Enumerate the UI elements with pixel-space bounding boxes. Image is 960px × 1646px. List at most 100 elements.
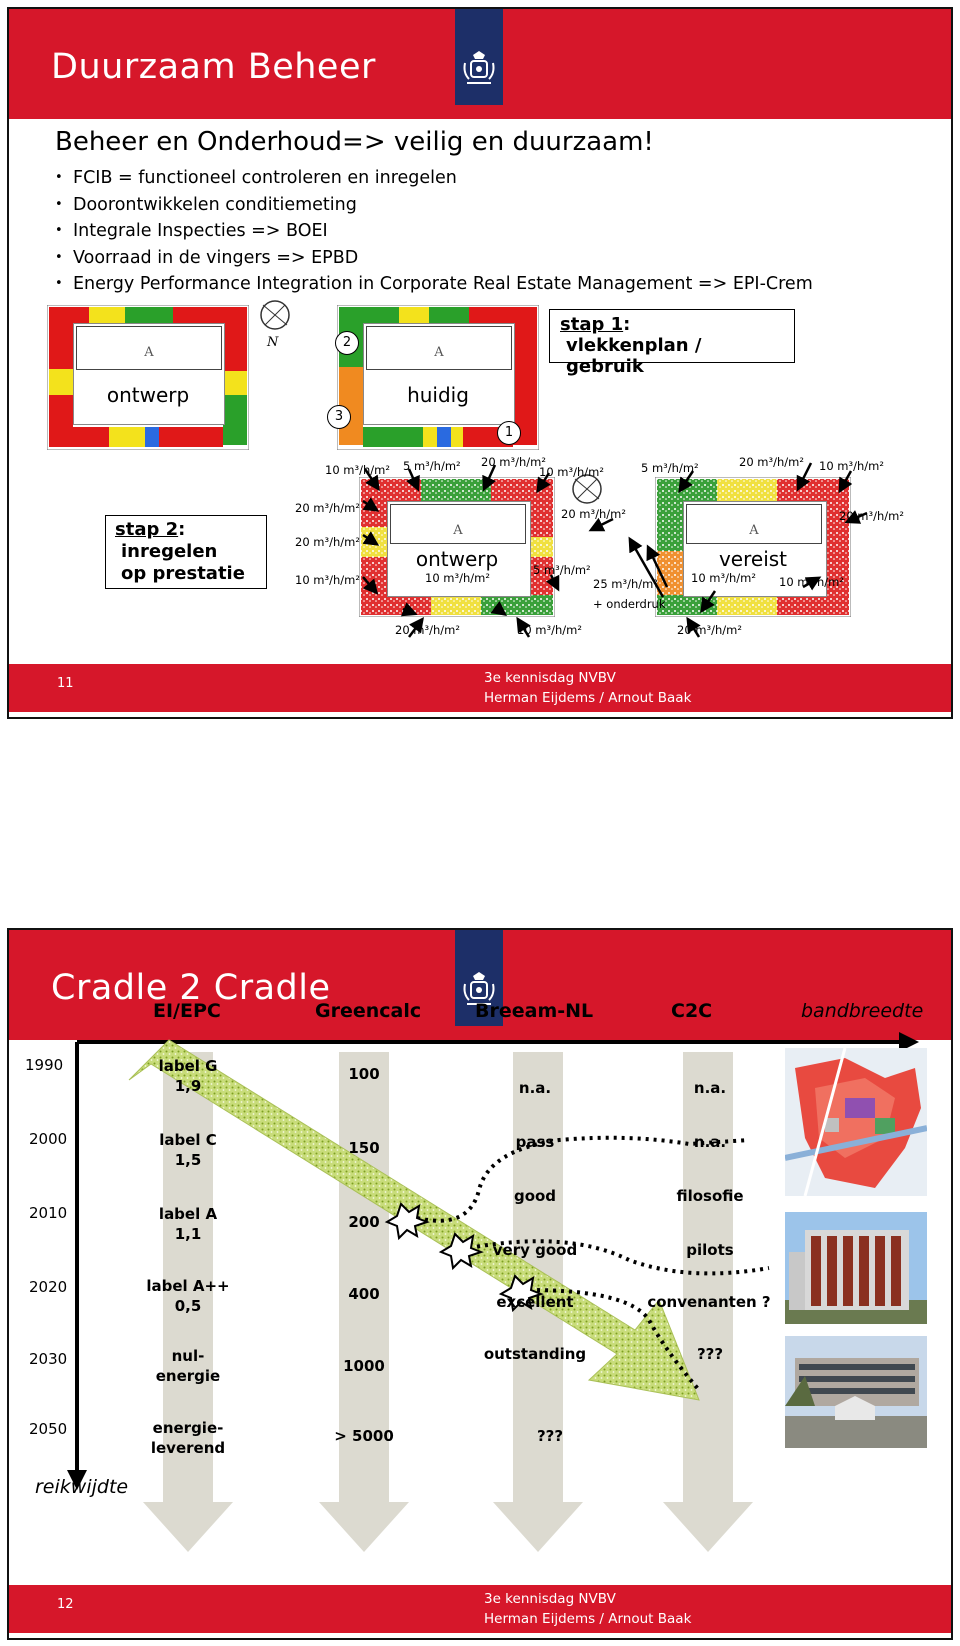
year-label: 2050 xyxy=(29,1420,68,1438)
rate-label: 10 m³/h/m² xyxy=(539,465,604,479)
bullet-item: Voorraad in de vingers => EPBD xyxy=(55,245,813,272)
rate-label: 20 m³/h/m² xyxy=(561,507,626,521)
rate-label: 20 m³/h/m² xyxy=(481,455,546,469)
rate-label: 20 m³/h/m² xyxy=(295,535,360,549)
stap1-title: stap 1 xyxy=(560,314,624,335)
rate-label: 20 m³/h/m² xyxy=(739,455,804,469)
rate-label: 10 m³/h/m² xyxy=(325,463,390,477)
year-label: 1990 xyxy=(25,1056,64,1074)
bullet-item: FCIB = functioneel controleren en inrege… xyxy=(55,165,813,192)
rate-label: 10 m³/h/m² xyxy=(295,573,360,587)
breeam-value: n.a. xyxy=(518,1079,552,1097)
building-photo xyxy=(785,1336,927,1448)
c2c-value: n.a. xyxy=(693,1133,727,1151)
stap2-title-text: stap 2 xyxy=(115,519,179,540)
slide-title: Cradle 2 Cradle xyxy=(51,968,331,1008)
rate-label: 20 m³/h/m² xyxy=(295,501,360,515)
floorplan-ontwerp: A ontwerp xyxy=(47,305,249,450)
greencalc-value: 150 xyxy=(348,1139,380,1157)
year-label: 2030 xyxy=(29,1350,68,1368)
breeam-value: outstanding xyxy=(483,1345,587,1363)
year-label: 2020 xyxy=(29,1278,68,1296)
room-label: A xyxy=(144,345,154,360)
footer-authors: Herman Eijdems / Arnout Baak xyxy=(484,690,692,706)
breeam-value: excellent xyxy=(496,1293,574,1311)
stap2-text: stap 2: inregelen op prestatie xyxy=(115,519,245,585)
room-label: A xyxy=(749,523,759,538)
footer-band: 12 3e kennisdag NVBV Herman Eijdems / Ar… xyxy=(9,1585,951,1633)
rate-label: 20 m³/h/m² xyxy=(677,623,742,637)
reikwijdte-label: reikwijdte xyxy=(35,1476,129,1498)
stap1-text: vlekkenplan / gebruik xyxy=(566,335,702,377)
column-header-c2c: C2C xyxy=(671,1000,713,1022)
bullet-list: FCIB = functioneel controleren en inrege… xyxy=(55,165,813,298)
breeam-value: pass xyxy=(515,1133,555,1151)
crest-logo xyxy=(455,9,503,105)
epc-value: label A++ 0,5 xyxy=(146,1277,230,1315)
column-header-breeam: Breeam-NL xyxy=(475,1000,594,1022)
epc-value: nul- energie xyxy=(155,1347,221,1385)
stap1-box: stap 1: vlekkenplan / gebruik xyxy=(549,309,795,377)
greencalc-value: 200 xyxy=(348,1213,380,1231)
room-label: A xyxy=(453,523,463,538)
epc-value: label A 1,1 xyxy=(158,1205,218,1243)
rate-label: 5 m³/h/m² xyxy=(533,563,591,577)
rate-label: 10 m³/h/m² xyxy=(425,571,490,585)
rate-label: 25 m³/h/m² xyxy=(593,577,658,591)
bullet-item: Energy Performance Integration in Corpor… xyxy=(55,271,813,298)
plan-label: ontwerp xyxy=(415,547,499,571)
coat-of-arms-icon xyxy=(463,51,495,84)
building-photo xyxy=(785,1212,927,1324)
bullet-item: Doorontwikkelen conditiemeting xyxy=(55,192,813,219)
plan-label: vereist xyxy=(718,547,788,571)
slide-cradle-2-cradle: Cradle 2 Cradle xyxy=(7,928,953,1640)
compass-icon xyxy=(260,300,290,330)
greencalc-value: > 5000 xyxy=(334,1427,394,1445)
rate-label: 10 m³/h/m² xyxy=(691,571,756,585)
floorplan-vereist-speckled: A vereist xyxy=(655,477,851,617)
footer-band: 11 3e kennisdag NVBV Herman Eijdems / Ar… xyxy=(9,664,951,712)
floorplan-ontwerp-speckled: A ontwerp xyxy=(359,477,555,617)
marker-1: 1 xyxy=(497,421,521,445)
bullet-item: Integrale Inspecties => BOEI xyxy=(55,218,813,245)
campus-map-image xyxy=(785,1048,927,1196)
footer-authors: Herman Eijdems / Arnout Baak xyxy=(484,1611,692,1627)
slide-title: Duurzaam Beheer xyxy=(51,47,376,87)
rate-label: 20 m³/h/m² xyxy=(839,509,904,523)
coat-of-arms-icon xyxy=(463,972,495,1005)
marker-3: 3 xyxy=(327,405,351,429)
epc-value: energie- leverend xyxy=(150,1419,226,1457)
rate-label: 5 m³/h/m² xyxy=(641,461,699,475)
footer-event: 3e kennisdag NVBV xyxy=(484,670,616,686)
marker-2: 2 xyxy=(335,331,359,355)
subtitle: Beheer en Onderhoud=> veilig en duurzaam… xyxy=(55,127,654,157)
epc-value: label C 1,5 xyxy=(159,1131,217,1169)
stap1-colon: : xyxy=(623,314,631,335)
plan-label: ontwerp xyxy=(106,383,190,407)
year-label: 2010 xyxy=(29,1204,68,1222)
timeline-graphic xyxy=(67,1032,919,1552)
rate-label: 20 m³/h/m² xyxy=(395,623,460,637)
c2c-value: ??? xyxy=(696,1345,724,1363)
greencalc-value: 400 xyxy=(348,1285,380,1303)
onderdruk-label: + onderdruk xyxy=(593,597,666,611)
greencalc-value: 100 xyxy=(348,1065,380,1083)
stap2-line1: inregelen xyxy=(121,541,218,562)
compass-icon xyxy=(572,474,602,504)
rate-label: 10 m³/h/m² xyxy=(517,623,582,637)
page-number: 11 xyxy=(57,676,74,691)
bandbreedte-label: bandbreedte xyxy=(801,1000,924,1022)
c2c-value: convenanten ? xyxy=(647,1293,771,1311)
breeam-value: ??? xyxy=(536,1427,564,1445)
slide-duurzaam-beheer: Duurzaam Beheer Beheer en Onderhoud=> ve… xyxy=(7,7,953,719)
footer-event: 3e kennisdag NVBV xyxy=(484,1591,616,1607)
rate-label: 10 m³/h/m² xyxy=(779,575,844,589)
stap2-box xyxy=(105,515,267,589)
epc-value: label G 1,9 xyxy=(158,1057,218,1095)
plan-label: huidig xyxy=(407,383,469,407)
rate-label: 5 m³/h/m² xyxy=(403,459,461,473)
c2c-value: filosofie xyxy=(676,1187,744,1205)
column-header-epc: EI/EPC xyxy=(153,1000,221,1022)
c2c-value: pilots xyxy=(686,1241,734,1259)
greencalc-value: 1000 xyxy=(343,1357,385,1375)
